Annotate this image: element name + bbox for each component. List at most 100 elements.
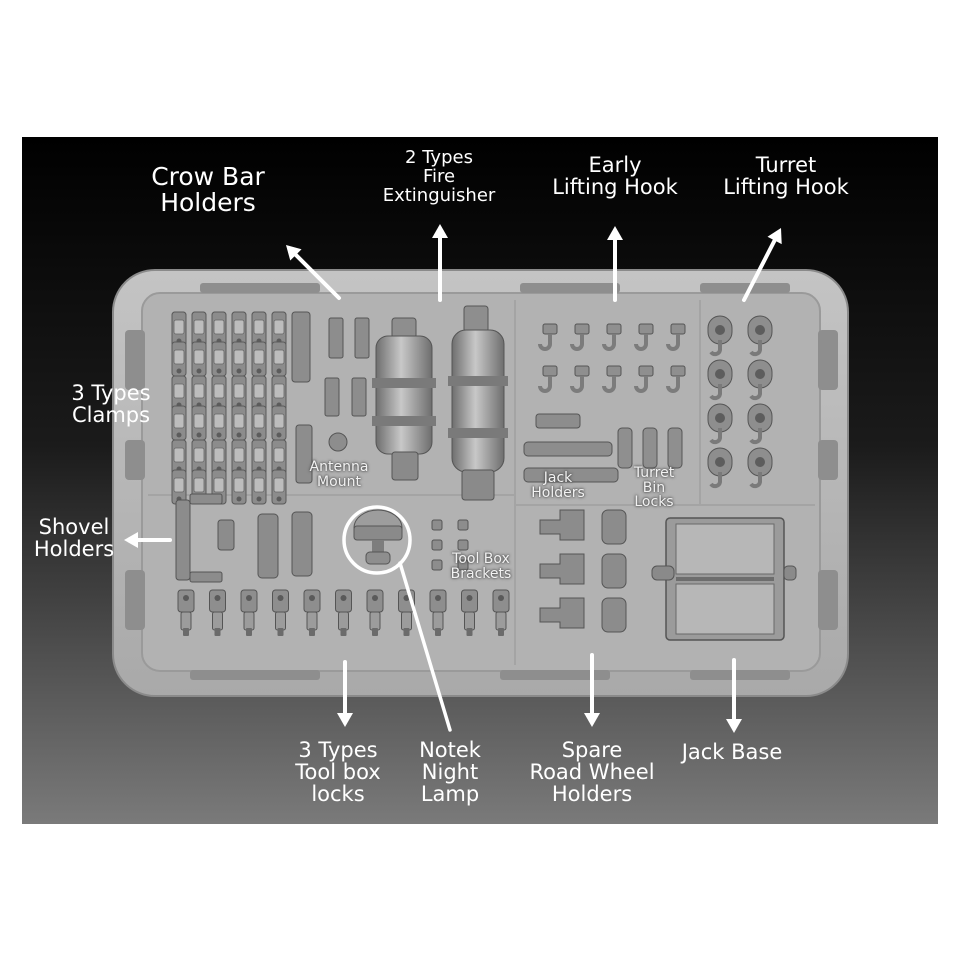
- label-line: Clamps: [71, 403, 151, 428]
- clamp-part: [211, 341, 227, 377]
- label-notek-night-lamp: Notek Night Lamp: [419, 739, 481, 805]
- label-line: 2 Types: [405, 147, 473, 168]
- clamp-part: [231, 405, 247, 441]
- clamp-part: [231, 311, 247, 347]
- label-line: Tool Box: [452, 551, 510, 567]
- label-line: Lifting Hook: [552, 175, 678, 200]
- clamp-part: [231, 341, 247, 377]
- label-line: Extinguisher: [382, 184, 496, 206]
- clamp-part: [231, 469, 247, 505]
- clamp-part: [171, 439, 187, 475]
- arrow: [124, 532, 172, 548]
- label-line: Jack Base: [681, 740, 783, 764]
- turret-bin-locks-parts: [617, 427, 683, 469]
- arrow: [337, 660, 353, 727]
- label-line: Night: [421, 760, 479, 785]
- clamp-part: [171, 469, 187, 505]
- label-line: Lifting Hook: [723, 175, 849, 200]
- label-turret-lifting-hook: Turret Lifting Hook: [723, 154, 849, 198]
- label-line: Mount: [317, 473, 361, 490]
- clamp-part: [231, 439, 247, 475]
- label-line: Brackets: [450, 565, 512, 582]
- label-line: Shovel: [38, 515, 110, 539]
- label-antenna-mount: Antenna Mount: [310, 460, 369, 489]
- arrow: [286, 245, 341, 300]
- clamp-part: [271, 341, 287, 377]
- tray-frame-gaps: [125, 283, 838, 680]
- label-spare-road-wheel-holders: Spare Road Wheel Holders: [529, 739, 654, 805]
- label-line: Fire: [422, 165, 456, 187]
- arrow: [726, 658, 742, 733]
- clamp-part: [211, 311, 227, 347]
- label-clamps: 3 Types Clamps: [71, 382, 150, 426]
- label-line: Turret: [755, 153, 817, 177]
- label-tool-box-brackets: Tool Box Brackets: [451, 552, 512, 581]
- label-line: Bin: [642, 479, 666, 496]
- clamp-part: [251, 405, 267, 441]
- notek-pointer-line: [398, 561, 452, 732]
- clamp-part: [251, 375, 267, 411]
- clamp-part: [191, 439, 207, 475]
- label-line: Holders: [531, 484, 585, 501]
- clamp-part: [171, 311, 187, 347]
- label-line: Holders: [551, 782, 633, 807]
- clamp-part: [171, 375, 187, 411]
- clamp-part: [191, 341, 207, 377]
- clamp-part: [271, 439, 287, 475]
- label-shovel-holders: Shovel Holders: [34, 516, 114, 560]
- notek-highlight-circle: [342, 505, 412, 575]
- clamp-part: [191, 405, 207, 441]
- label-line: Turret: [633, 465, 675, 481]
- label-line: Holders: [33, 537, 115, 562]
- clamp-part: [251, 341, 267, 377]
- label-line: 3 Types: [71, 381, 151, 405]
- label-crow-bar-holders: Crow Bar Holders: [151, 162, 265, 217]
- label-line: Lamp: [420, 782, 480, 807]
- clamp-part: [251, 311, 267, 347]
- callout-arrows: [124, 224, 782, 733]
- label-early-lifting-hook: Early Lifting Hook: [552, 154, 678, 198]
- arrow: [742, 228, 782, 302]
- tool-box-brackets-parts: [431, 519, 469, 571]
- label-line: Early: [588, 153, 642, 177]
- label-fire-extinguisher: 2 Types Fire Extinguisher: [382, 147, 496, 206]
- clamp-part: [171, 341, 187, 377]
- label-line: Notek: [419, 738, 481, 762]
- clamp-part: [271, 311, 287, 347]
- clamp-part: [271, 469, 287, 505]
- clamp-part: [251, 439, 267, 475]
- clamp-part: [271, 375, 287, 411]
- label-tool-box-locks: 3 Types Tool box locks: [295, 739, 380, 805]
- clamp-part: [251, 469, 267, 505]
- label-line: Tool box: [295, 760, 381, 785]
- label-line: Antenna: [309, 459, 369, 475]
- notek-lamp-part: [353, 509, 403, 565]
- clamp-part: [211, 405, 227, 441]
- clamp-part: [211, 439, 227, 475]
- clamp-part: [271, 405, 287, 441]
- arrow: [607, 226, 623, 302]
- label-jack-base: Jack Base: [682, 741, 783, 763]
- jack-holders-parts: [523, 413, 619, 483]
- shovel-holder-part: [175, 493, 313, 583]
- label-line: Road Wheel: [529, 760, 655, 785]
- crow-bar-holders: [291, 311, 370, 484]
- jack-base-part: [651, 517, 797, 641]
- label-jack-holders: Jack Holders: [531, 471, 585, 500]
- label-line: Jack: [543, 470, 573, 486]
- label-line: Crow Bar: [151, 162, 265, 191]
- road-wheel-holders-parts: [539, 509, 627, 633]
- fire-extinguisher-2: [448, 305, 508, 501]
- label-line: 3 Types: [298, 738, 378, 762]
- fire-extinguisher-1: [372, 317, 436, 481]
- label-turret-bin-locks: Turret Bin Locks: [634, 466, 674, 510]
- clamp-part: [191, 375, 207, 411]
- label-line: Spare: [561, 738, 623, 762]
- clamp-part: [211, 375, 227, 411]
- label-line: Locks: [634, 494, 674, 511]
- clamp-part: [231, 375, 247, 411]
- arrow: [584, 653, 600, 727]
- clamp-part: [171, 405, 187, 441]
